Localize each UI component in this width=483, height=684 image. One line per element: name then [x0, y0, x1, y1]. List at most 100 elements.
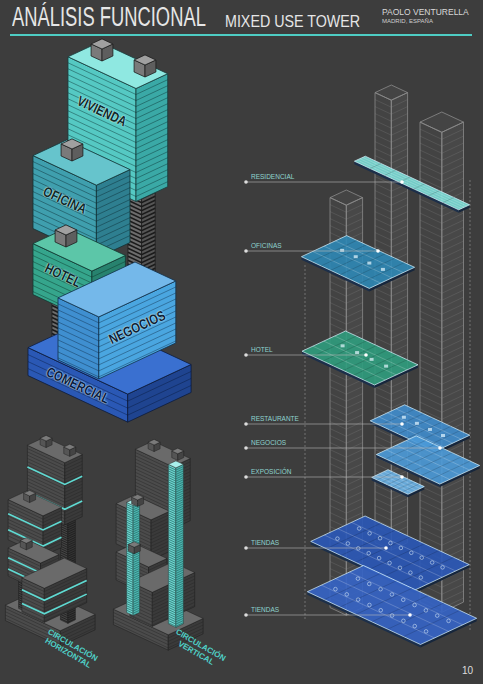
floor-line — [22, 595, 87, 615]
floor-line — [420, 269, 464, 279]
plan-wall — [341, 530, 395, 555]
floor-line — [330, 422, 363, 430]
floor-line — [375, 303, 408, 311]
floor-line — [330, 219, 363, 227]
floor-line — [127, 566, 140, 569]
floor-line — [420, 150, 464, 160]
plan-wall — [385, 170, 396, 175]
horizontal-circulation — [22, 580, 87, 600]
floor-line — [127, 520, 140, 523]
horizontal-circulation — [27, 467, 82, 484]
floor-line — [420, 227, 464, 237]
floor-line — [127, 586, 140, 589]
floor-line — [127, 524, 140, 527]
plan-wall — [360, 159, 464, 208]
floor-line — [127, 522, 140, 525]
floor-line — [330, 506, 363, 514]
plan-wall — [399, 557, 453, 582]
leader-dot — [376, 249, 380, 253]
floor-line — [330, 492, 363, 500]
plan-wall — [321, 245, 366, 266]
leader-dot — [400, 475, 404, 479]
floor-line — [420, 283, 464, 293]
guide-line — [470, 180, 471, 630]
plan-wall — [421, 457, 461, 476]
plan-furniture — [424, 609, 428, 613]
floor-line — [420, 528, 464, 538]
leader-dot — [400, 180, 404, 184]
block-top — [172, 448, 184, 454]
floor-line — [420, 486, 464, 496]
floor-line — [127, 527, 140, 530]
plan-slab — [301, 236, 414, 289]
plan-furniture — [379, 608, 383, 612]
plan-wall — [324, 573, 380, 599]
floor-line — [420, 171, 464, 181]
plan-furniture — [345, 593, 349, 597]
circulation-diagram — [5, 435, 483, 684]
subtitle: MIXED USE TOWER — [225, 13, 360, 30]
plan-furniture — [420, 556, 424, 560]
floor-line — [127, 535, 140, 538]
plan-wall — [382, 475, 398, 483]
floor-line — [420, 290, 464, 300]
block-top — [375, 85, 408, 100]
plan-wall — [395, 444, 435, 463]
floor-line — [127, 593, 140, 596]
floor-line — [330, 310, 363, 318]
plan-slab — [302, 331, 418, 385]
floor-line — [127, 582, 140, 585]
plan-furniture — [415, 422, 419, 425]
plan-furniture — [356, 598, 360, 602]
floor-line — [127, 529, 140, 532]
floor-line — [375, 107, 408, 115]
plan-furniture — [367, 582, 371, 586]
plan-wall — [353, 355, 397, 375]
floor-line — [420, 521, 464, 531]
exploded-axonometric — [244, 85, 480, 648]
floor-line — [27, 458, 82, 475]
floor-line — [375, 226, 408, 234]
plan-slab — [372, 470, 425, 495]
floor-line — [127, 571, 140, 574]
block-top — [168, 461, 183, 468]
floor-line — [330, 303, 363, 311]
plan-wall — [350, 258, 395, 279]
plan-label: RESTAURANTE — [251, 416, 299, 423]
plan-furniture — [428, 428, 432, 431]
floor-line — [330, 436, 363, 444]
block-top — [8, 491, 61, 516]
block-top — [20, 538, 32, 544]
plan-wall — [428, 191, 439, 196]
floor-line — [420, 325, 464, 335]
plan-wall — [397, 482, 413, 490]
leader-line — [246, 424, 402, 425]
plan-wall — [389, 414, 423, 430]
leader-dot — [244, 546, 248, 550]
plan-furniture — [357, 527, 361, 531]
floor-line — [420, 500, 464, 510]
plan-wall — [331, 249, 376, 270]
plan-label: OFICINAS — [251, 243, 282, 250]
floor-line — [420, 514, 464, 524]
plan-furniture — [355, 351, 359, 354]
leader-dot — [244, 422, 248, 426]
floor-line — [375, 100, 408, 108]
plan-furniture — [340, 249, 344, 252]
plan-furniture — [379, 587, 383, 591]
floor-line — [375, 121, 408, 129]
leader-dot — [244, 180, 248, 184]
plan-wall — [370, 163, 381, 168]
floor-line — [420, 157, 464, 167]
floor-line — [420, 234, 464, 244]
leader-line — [246, 355, 366, 356]
floor-line — [420, 395, 464, 405]
block-top — [24, 490, 36, 496]
floor-line — [375, 128, 408, 136]
floor-line — [330, 394, 363, 402]
plan-furniture — [368, 532, 372, 536]
floor-plan — [301, 236, 414, 292]
floor-line — [330, 226, 363, 234]
plan-wall — [404, 610, 460, 636]
plan-furniture — [413, 603, 417, 607]
